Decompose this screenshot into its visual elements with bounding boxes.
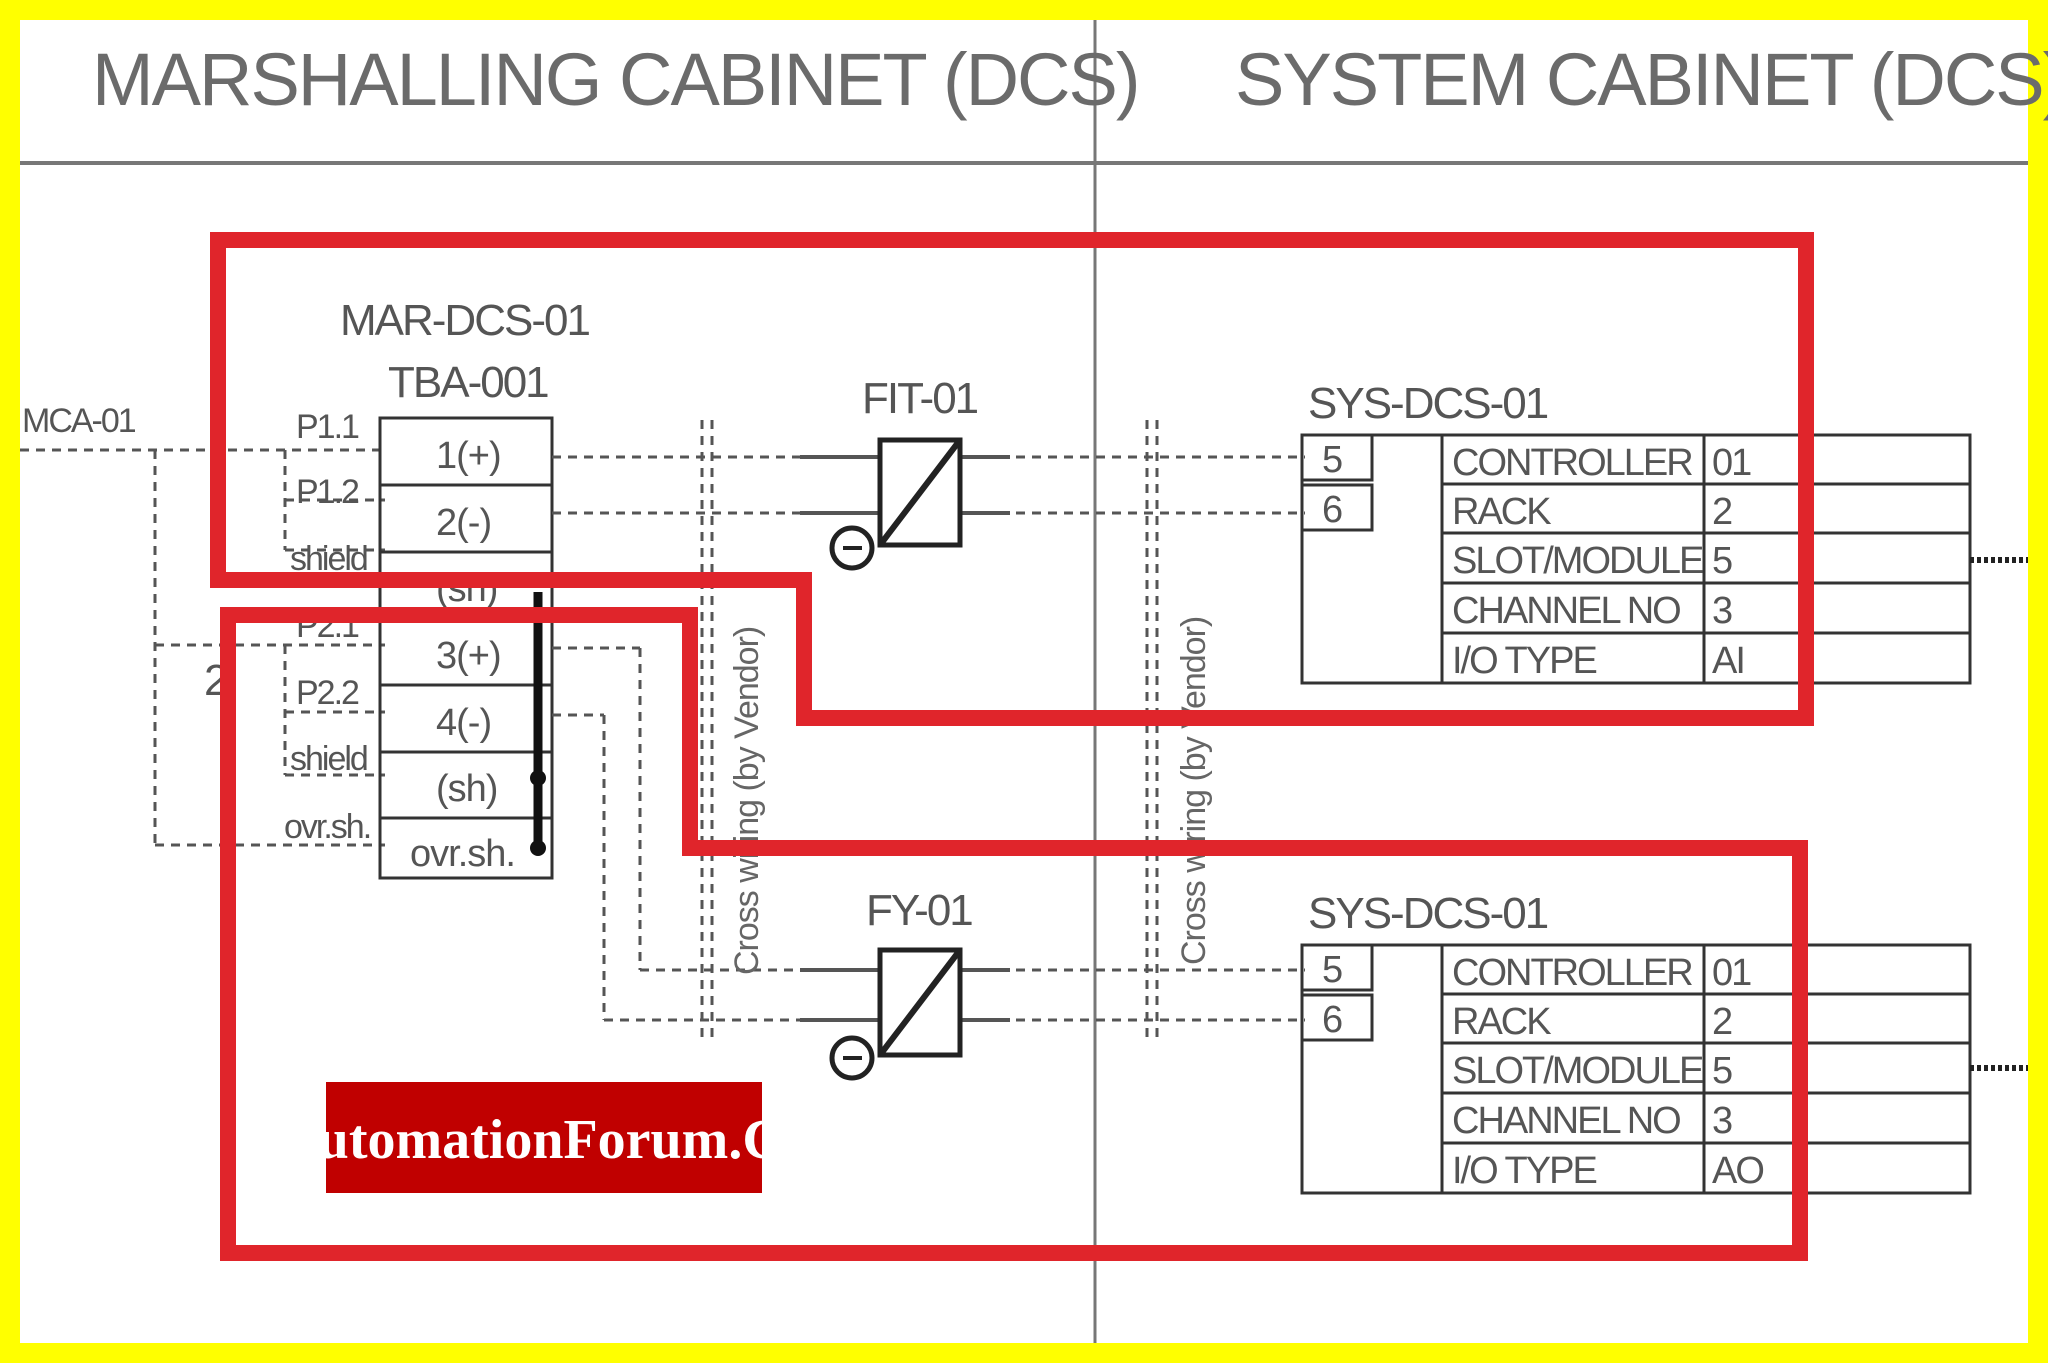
io-card-2-label-slot: SLOT/MODULE [1452,1050,1703,1092]
highlight-loop-1 [210,232,1814,726]
highlight-loop-2 [220,607,1808,1261]
terminal-overall-shield: ovr.sh. [410,833,515,875]
io-card-1-label-rack: RACK [1452,491,1551,533]
io-card-2-value-slot: 5 [1712,1050,1732,1092]
io-card-2-value-io-type: AO [1712,1150,1763,1192]
terminal-2-minus: 2(-) [436,502,491,544]
side-label-p1-1: P1.1 [296,408,359,446]
side-label-shield-2: shield [290,740,367,778]
cross-wiring-label-left: Cross wiring (by Vendor) [728,627,766,975]
io-card-2-label-io-type: I/O TYPE [1452,1150,1596,1192]
terminal-4-minus: 4(-) [436,702,491,744]
io-card-1-label-io-type: I/O TYPE [1452,640,1596,682]
side-label-overall-shield: ovr.sh. [284,808,370,846]
io-card-1-channel-6: 6 [1322,489,1342,531]
isolator-fit-01-icon [800,437,1010,571]
io-card-1-value-rack: 2 [1712,491,1732,533]
cross-wiring-label-right: Cross wiring (by Vendor) [1175,617,1213,965]
watermark-text: AutomationForum.Co [277,1109,811,1171]
io-card-1-label-controller: CONTROLLER [1452,442,1692,484]
io-card-1-value-slot: 5 [1712,540,1732,582]
io-card-2-label-rack: RACK [1452,1001,1551,1043]
cable-ref: MCA-01 [22,402,136,440]
terminal-block-id: TBA-001 [388,358,548,407]
terminal-1-plus: 1(+) [436,435,501,477]
io-card-1-channel-5: 5 [1322,439,1342,481]
system-header: SYSTEM CABINET (DCS) [1235,38,2048,121]
io-card-1 [1300,433,2028,685]
device-fy-01-label: FY-01 [866,886,972,935]
io-card-2-value-rack: 2 [1712,1001,1732,1043]
watermark-badge [322,1078,766,1197]
io-card-1-label-channel: CHANNEL NO [1452,590,1680,632]
side-label-p2-2: P2.2 [296,674,359,712]
io-card-1-value-io-type: AI [1712,640,1744,682]
io-card-1-value-channel: 3 [1712,590,1732,632]
io-card-2-value-channel: 3 [1712,1100,1732,1142]
terminal-sh-2: (sh) [436,768,497,810]
side-label-shield-1: shield [290,540,367,578]
io-card-2-value-controller: 01 [1712,952,1751,994]
io-card-2 [1300,943,2028,1195]
io-card-1-label-slot: SLOT/MODULE [1452,540,1703,582]
io-card-2-channel-5: 5 [1322,949,1342,991]
field-cable-wiring [20,448,385,847]
side-label-p1-2: P1.2 [296,473,359,511]
terminal-3-plus: 3(+) [436,635,501,677]
io-card-2-label-controller: CONTROLLER [1452,952,1692,994]
marshalling-header: MARSHALLING CABINET (DCS) [92,38,1139,121]
isolator-fy-01-icon [800,947,1010,1081]
device-fit-01-label: FIT-01 [862,374,978,423]
io-card-2-label-channel: CHANNEL NO [1452,1100,1680,1142]
marshalling-cabinet-id: MAR-DCS-01 [340,296,589,345]
io-card-1-value-controller: 01 [1712,442,1751,484]
io-card-2-title: SYS-DCS-01 [1308,889,1548,938]
io-card-1-title: SYS-DCS-01 [1308,379,1548,428]
io-card-2-channel-6: 6 [1322,999,1342,1041]
